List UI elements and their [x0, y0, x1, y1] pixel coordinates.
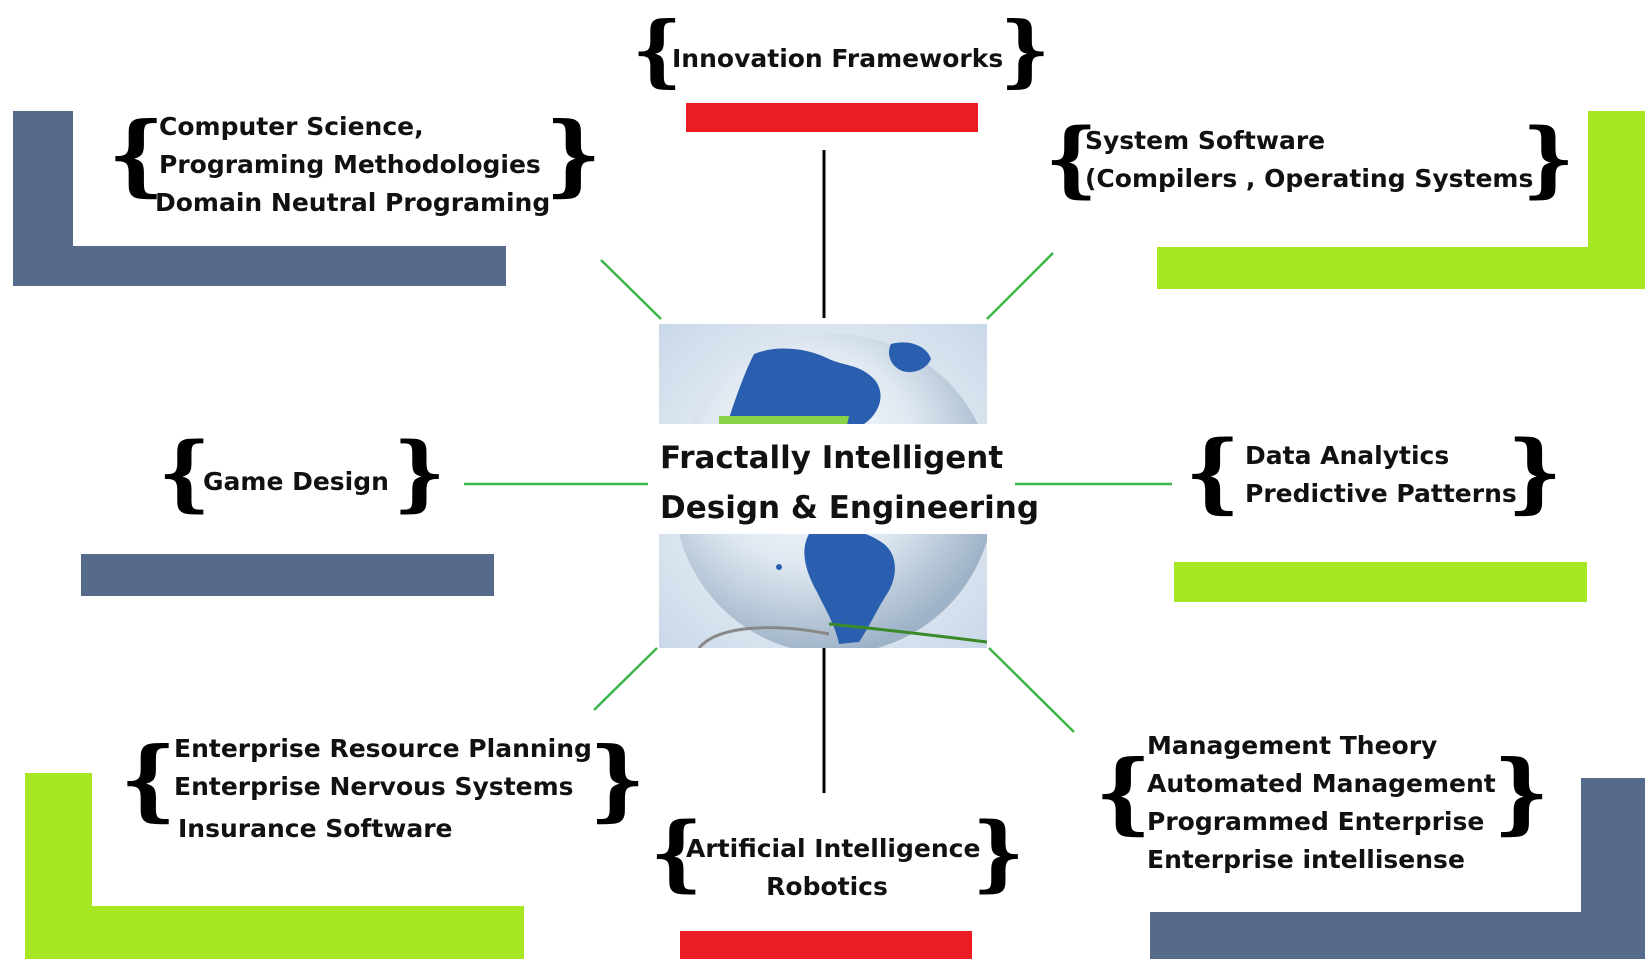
bottom-red-bar	[680, 931, 972, 959]
globe-image	[659, 324, 987, 648]
bottom-left-node-line: Insurance Software	[178, 814, 453, 843]
bottom-left-bracket-horizontal	[25, 906, 524, 959]
top-left-node-text: Computer Science, Programing Methodologi…	[155, 108, 550, 222]
right-lime-bar	[1174, 562, 1587, 602]
top-left-node-open-brace: {	[108, 102, 165, 206]
bottom-right-node-line: Enterprise intellisense	[1147, 845, 1465, 874]
top-left-node-close-brace: }	[545, 102, 602, 206]
bottom-node-open-brace: {	[650, 805, 703, 901]
bottom-right-node-text: Management Theory Automated Management P…	[1147, 727, 1496, 879]
right-node-line: Predictive Patterns	[1245, 479, 1517, 508]
connector-top-left	[600, 259, 662, 320]
top-right-node-line: (Compilers , Operating Systems )	[1085, 164, 1554, 193]
bottom-left-node-line: Enterprise Nervous Systems	[174, 772, 574, 801]
bottom-right-node-close-brace: }	[1493, 740, 1550, 844]
top-node-close-brace: }	[1000, 5, 1051, 96]
connector-top-right	[986, 252, 1054, 320]
bottom-right-node-line: Automated Management	[1147, 769, 1496, 798]
bottom-right-bracket-horizontal	[1150, 912, 1645, 959]
top-right-node-text: System Software (Compilers , Operating S…	[1085, 122, 1553, 198]
center-title: Fractally Intelligent Design & Engineeri…	[660, 433, 1040, 533]
right-node-line: Data Analytics	[1245, 441, 1450, 470]
top-left-node-line: Programing Methodologies	[159, 150, 541, 179]
top-left-bracket-horizontal	[13, 246, 506, 286]
right-node-text: Data Analytics Predictive Patterns	[1245, 437, 1517, 513]
left-slate-bar	[81, 554, 494, 596]
bottom-right-node-open-brace: {	[1095, 740, 1152, 844]
bottom-node-close-brace: }	[972, 805, 1025, 901]
right-node-open-brace: {	[1185, 422, 1241, 523]
bottom-left-node-line: Enterprise Resource Planning	[174, 734, 592, 763]
top-node-text: Innovation Frameworks	[672, 40, 1003, 78]
bottom-left-node-text: Enterprise Resource Planning Enterprise …	[174, 730, 592, 848]
top-node-line: Innovation Frameworks	[672, 44, 1004, 73]
bottom-left-node-close-brace: }	[589, 727, 646, 831]
left-node-text: Game Design	[203, 463, 389, 501]
bottom-right-node-line: Management Theory	[1147, 731, 1438, 760]
top-right-bracket-horizontal	[1157, 247, 1645, 289]
top-left-node-line: Domain Neutral Programing	[155, 188, 551, 217]
top-red-bar	[686, 103, 978, 132]
top-right-node-open-brace: {	[1045, 111, 1098, 207]
right-node-close-brace: }	[1507, 422, 1563, 523]
center-title-line2: Design & Engineering	[660, 490, 1040, 526]
center-title-line1: Fractally Intelligent	[660, 440, 1004, 476]
left-node-open-brace: {	[158, 425, 211, 521]
top-left-node-line: Computer Science,	[159, 112, 424, 141]
bottom-left-node-open-brace: {	[120, 727, 177, 831]
connector-bottom-right	[988, 647, 1075, 733]
left-node-close-brace: }	[393, 425, 446, 521]
bottom-node-line: Robotics	[766, 872, 888, 901]
left-node-line: Game Design	[203, 467, 389, 496]
top-right-node-close-brace: }	[1522, 111, 1575, 207]
top-node-open-brace: {	[632, 5, 683, 96]
bottom-node-text: Artificial Intelligence Robotics	[686, 830, 981, 906]
connector-bottom-left	[593, 647, 658, 711]
top-right-node-line: System Software	[1085, 126, 1326, 155]
bottom-right-node-line: Programmed Enterprise	[1147, 807, 1485, 836]
bottom-node-line: Artificial Intelligence	[686, 834, 981, 863]
